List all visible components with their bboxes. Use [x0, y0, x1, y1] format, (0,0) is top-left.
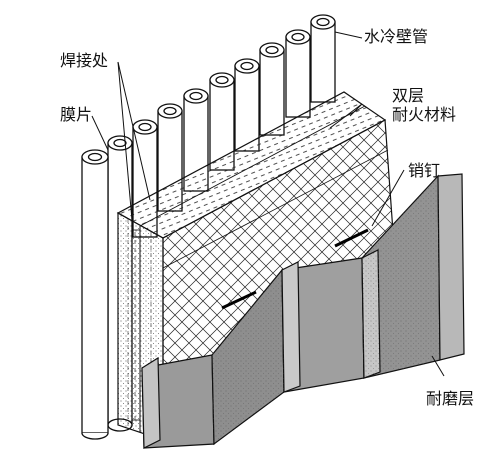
pin-stud-2: [334, 228, 369, 248]
tube-1: [81, 149, 109, 440]
pin-stud-1: [221, 290, 257, 310]
label-water-wall-tubes: 水冷壁管: [364, 27, 429, 46]
tube-9: [285, 29, 311, 118]
tube-7: [234, 58, 260, 152]
tube-6: [209, 72, 235, 171]
label-double-layer-line2: 耐火材料: [392, 105, 457, 124]
label-membrane-fin: 膜片: [60, 105, 93, 124]
label-wear-layer: 耐磨层: [426, 389, 475, 408]
tube-8: [259, 42, 285, 136]
label-pin-stud: 销钉: [408, 161, 441, 180]
tube-10: [310, 14, 336, 103]
label-weld-joint: 焊接处: [60, 51, 109, 70]
label-double-layer-line1: 双层: [392, 86, 425, 105]
label-double-layer: 双层 耐火材料: [392, 86, 456, 124]
leader-lines: [91, 31, 445, 377]
